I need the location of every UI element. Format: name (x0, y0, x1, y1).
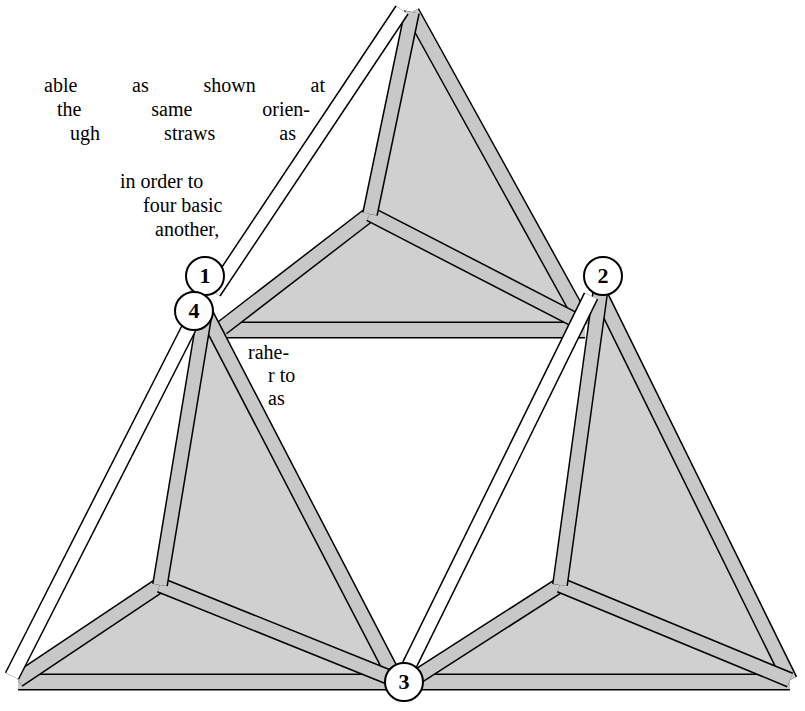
text-fragment: another, (155, 218, 219, 241)
text-fragment: as (268, 387, 285, 410)
callout-number: 3 (399, 671, 410, 693)
callout-circle: 1 (185, 256, 225, 296)
callout-circle: 4 (174, 291, 214, 331)
left-tetrahedron (12, 312, 396, 682)
text-fragment: in order to (120, 170, 203, 193)
text-fragment: ugh straws as (70, 122, 296, 145)
callout-number: 2 (598, 265, 609, 287)
text-fragment: four basic (143, 194, 222, 217)
callout-circle: 3 (384, 662, 424, 702)
right-tetrahedron (404, 294, 790, 682)
text-fragment: r to (268, 364, 295, 387)
callout-number: 1 (200, 265, 211, 287)
tetra-face (412, 585, 790, 680)
text-fragment: rahe- (248, 341, 289, 364)
text-fragment: able as shown at (44, 74, 325, 97)
callout-circle: 2 (583, 256, 623, 296)
top-tetrahedron (214, 10, 585, 330)
text-fragment: the same orien- (57, 98, 310, 121)
tetra-face (18, 585, 396, 680)
callout-number: 4 (189, 300, 200, 322)
